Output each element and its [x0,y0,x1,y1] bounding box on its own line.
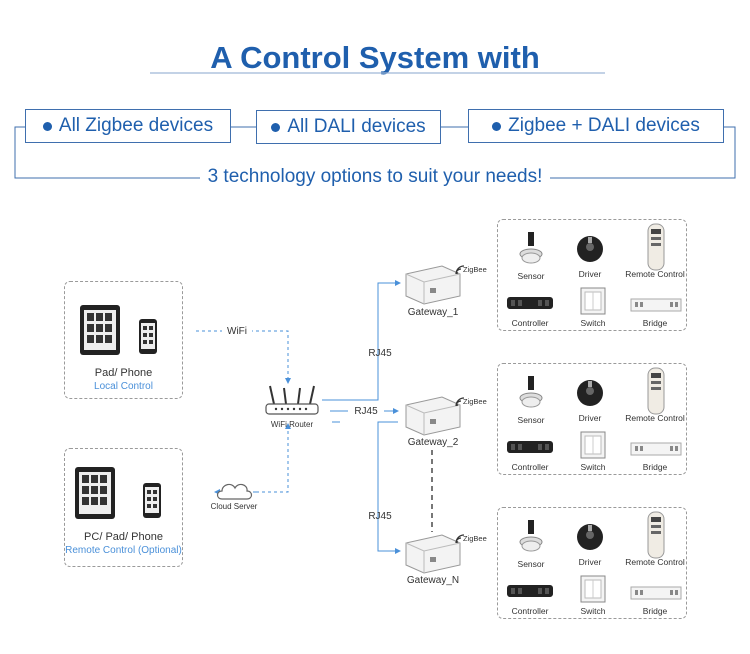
gateway-tag: ZigBee [463,397,487,406]
device-group-panel [497,507,687,619]
driver-icon [577,236,603,262]
device-group-panel [497,219,687,331]
bullet-icon [492,121,502,131]
sensor-label: Sensor [517,271,545,281]
option-zigbee-dali: Zigbee + DALI devices [468,109,724,143]
router-icon [265,385,319,415]
local-control-panel [64,281,183,399]
bridge-icon [630,298,682,312]
gateway-name: Gateway_2 [407,437,459,448]
remote-label: Remote Control [625,557,685,567]
wifi-label: WiFi [222,326,252,337]
bridge-icon [630,586,682,600]
sensor-icon [519,232,543,264]
switch-icon [580,287,606,315]
gateway-icon [405,396,461,436]
bridge-icon [630,442,682,456]
remote-panel-label: PC/ Pad/ Phone [84,531,163,543]
remote-label: Remote Control [625,269,685,279]
gateway-tag: ZigBee [463,534,487,543]
remote-icon [647,367,665,415]
subtitle: 3 technology options to suit your needs! [0,166,750,188]
bridge-label: Bridge [642,606,668,616]
option-label: All Zigbee devices [58,115,214,136]
local-panel-sublabel: Local Control [94,381,153,392]
remote-icon [647,511,665,559]
controller-label: Controller [511,606,549,616]
bridge-label: Bridge [642,318,668,328]
sensor-label: Sensor [517,415,545,425]
option-label: Zigbee + DALI devices [508,115,700,136]
option-zigbee: All Zigbee devices [25,109,231,143]
gateway-name: Gateway_1 [407,307,459,318]
option-dali: All DALI devices [256,110,441,144]
driver-icon [577,380,603,406]
router-label: WiFi Router [270,420,314,429]
driver-icon [577,524,603,550]
rj45-label: RJ45 [368,348,392,359]
bullet-icon [271,122,281,132]
wireless-icon [455,265,465,275]
remote-control-panel [64,448,183,567]
driver-label: Driver [578,413,602,423]
tablet-phone-icon [80,305,157,355]
rj45-label: RJ45 [348,406,384,417]
sensor-icon [519,520,543,552]
option-label: All DALI devices [287,116,426,137]
switch-icon [580,575,606,603]
cloud-icon [216,483,253,500]
driver-label: Driver [578,269,602,279]
controller-icon [507,585,553,597]
local-panel-label: Pad/ Phone [94,367,153,379]
gateway-tag: ZigBee [463,265,487,274]
gateway-icon [405,534,461,574]
bridge-label: Bridge [642,462,668,472]
device-group-panel [497,363,687,475]
switch-label: Switch [580,606,606,616]
driver-label: Driver [578,557,602,567]
switch-label: Switch [580,462,606,472]
tablet-phone-icon [75,467,161,519]
gateway-name: Gateway_N [406,575,460,586]
remote-icon [647,223,665,271]
controller-icon [507,441,553,453]
wireless-icon [455,534,465,544]
bullet-icon [42,121,52,131]
cloud-label: Cloud Server [210,502,258,511]
sensor-label: Sensor [517,559,545,569]
gateway-icon [405,265,461,305]
wireless-icon [455,397,465,407]
controller-label: Controller [511,462,549,472]
switch-label: Switch [580,318,606,328]
controller-icon [507,297,553,309]
remote-panel-sublabel: Remote Control (Optional) [65,545,182,556]
switch-icon [580,431,606,459]
sensor-icon [519,376,543,408]
page-title: A Control System with [210,40,540,75]
rj45-label: RJ45 [368,511,392,522]
remote-label: Remote Control [625,413,685,423]
controller-label: Controller [511,318,549,328]
